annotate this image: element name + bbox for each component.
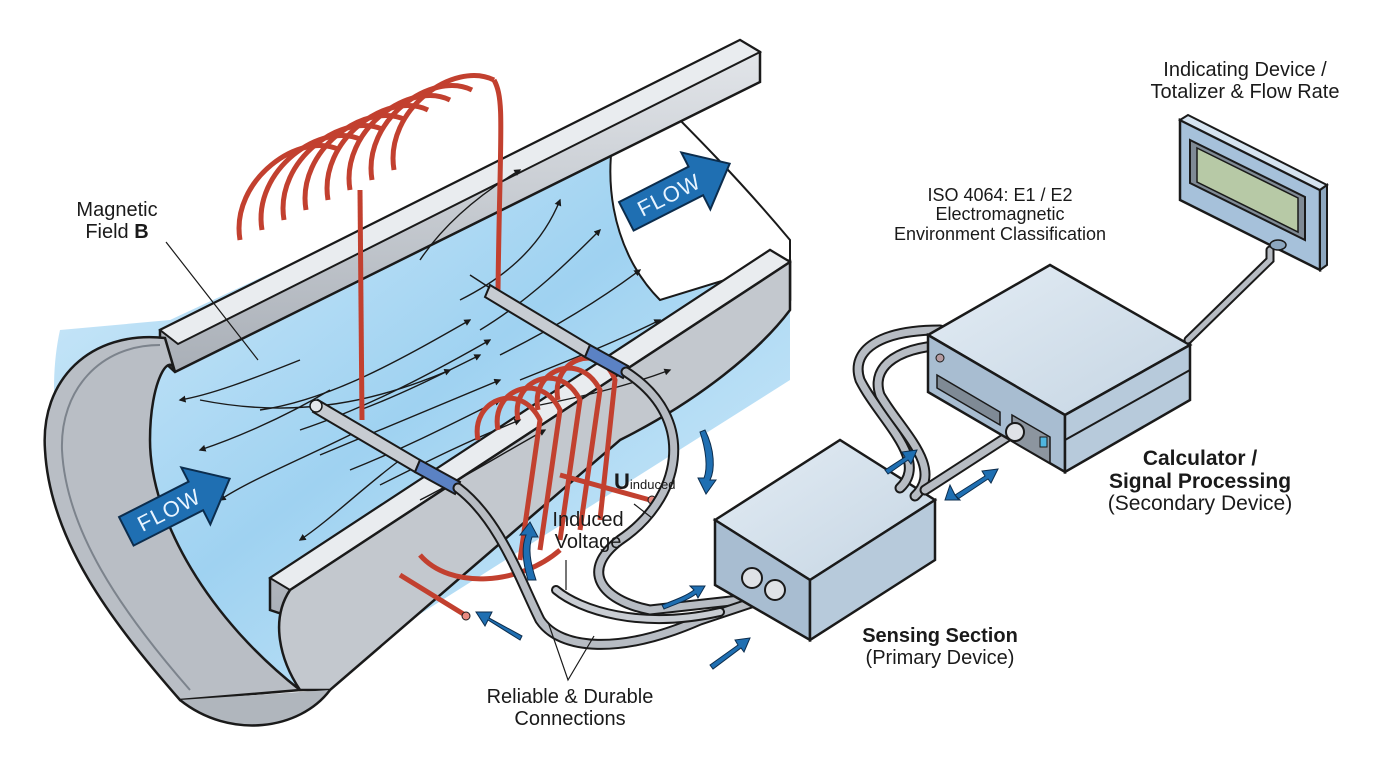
induced-voltage-label: Induced Voltage [538, 509, 638, 553]
connections-label: Reliable & Durable Connections [460, 686, 680, 730]
signal-direction-arrows [475, 429, 999, 670]
calculator-line3: (Secondary Device) [1107, 492, 1293, 516]
card-slot [936, 373, 1001, 427]
indicating-device-line1: Indicating Device / [1163, 59, 1327, 81]
leader-lines [165, 241, 653, 682]
indicating-display [1177, 113, 1329, 273]
magnetic-field-label: Magnetic Field B [62, 199, 172, 244]
sensing-section-line1: Sensing Section [862, 625, 1018, 647]
connections-line1: Reliable & Durable [486, 686, 654, 708]
magnetic-field-line2: Field B [62, 220, 172, 244]
pipe-near-opening [43, 335, 304, 702]
coil-lead-lower [398, 572, 467, 618]
display-screen [1196, 146, 1299, 234]
pipe-interior [54, 110, 790, 690]
cable-gland [764, 579, 786, 601]
induced-voltage-line2: Voltage [554, 530, 622, 553]
magnetic-field-symbol: B [134, 220, 149, 243]
indicating-device-line2: Totalizer & Flow Rate [1150, 80, 1340, 103]
status-led [935, 353, 945, 363]
coil-lead-upper [559, 472, 651, 503]
cable-gland [1005, 422, 1025, 442]
electrode-left [309, 398, 462, 496]
iso-classification-label: ISO 4064: E1 / E2 Electromagnetic Enviro… [865, 185, 1135, 244]
magnetic-field-prefix: Field [85, 220, 135, 243]
display-button [1269, 239, 1287, 251]
cable-gland [741, 567, 763, 589]
calculator-line2: Signal Processing [1108, 469, 1292, 493]
calculator-line1: Calculator / [1142, 447, 1258, 470]
leader-connections [547, 621, 595, 682]
sensing-section-label: Sensing Section (Primary Device) [840, 625, 1040, 669]
signal-cables [452, 366, 766, 650]
u-induced-symbol: U [614, 469, 630, 494]
sensing-section-box [712, 438, 938, 643]
sensing-section-line2: (Primary Device) [865, 646, 1015, 669]
u-induced-subscript: induced [629, 477, 676, 492]
lower-coil [398, 355, 651, 618]
iso-line1: ISO 4064: E1 / E2 [927, 185, 1073, 205]
iso-line3: Environment Classification [893, 223, 1107, 244]
indicating-device-label: Indicating Device / Totalizer & Flow Rat… [1125, 59, 1365, 103]
u-induced-label: Uinduced [614, 470, 694, 494]
flow-tube [43, 38, 792, 727]
leader-magnetic-field [165, 241, 259, 361]
induced-voltage-line1: Induced [552, 509, 624, 531]
calculator-label: Calculator / Signal Processing (Secondar… [1100, 447, 1300, 516]
connections-line2: Connections [514, 707, 626, 730]
pipe-outer-bottom [277, 259, 792, 692]
magnetic-field-line1: Magnetic [76, 199, 158, 221]
leader-u-induced [633, 503, 653, 519]
electrode-right [469, 274, 630, 380]
upper-coil [236, 73, 504, 421]
pipe-far-opening [609, 98, 791, 302]
iso-line2: Electromagnetic [935, 204, 1065, 225]
calculator-box [925, 263, 1193, 475]
u-induced-text: Uinduced [614, 470, 694, 494]
flow-arrow-out: FLOW [617, 150, 732, 232]
